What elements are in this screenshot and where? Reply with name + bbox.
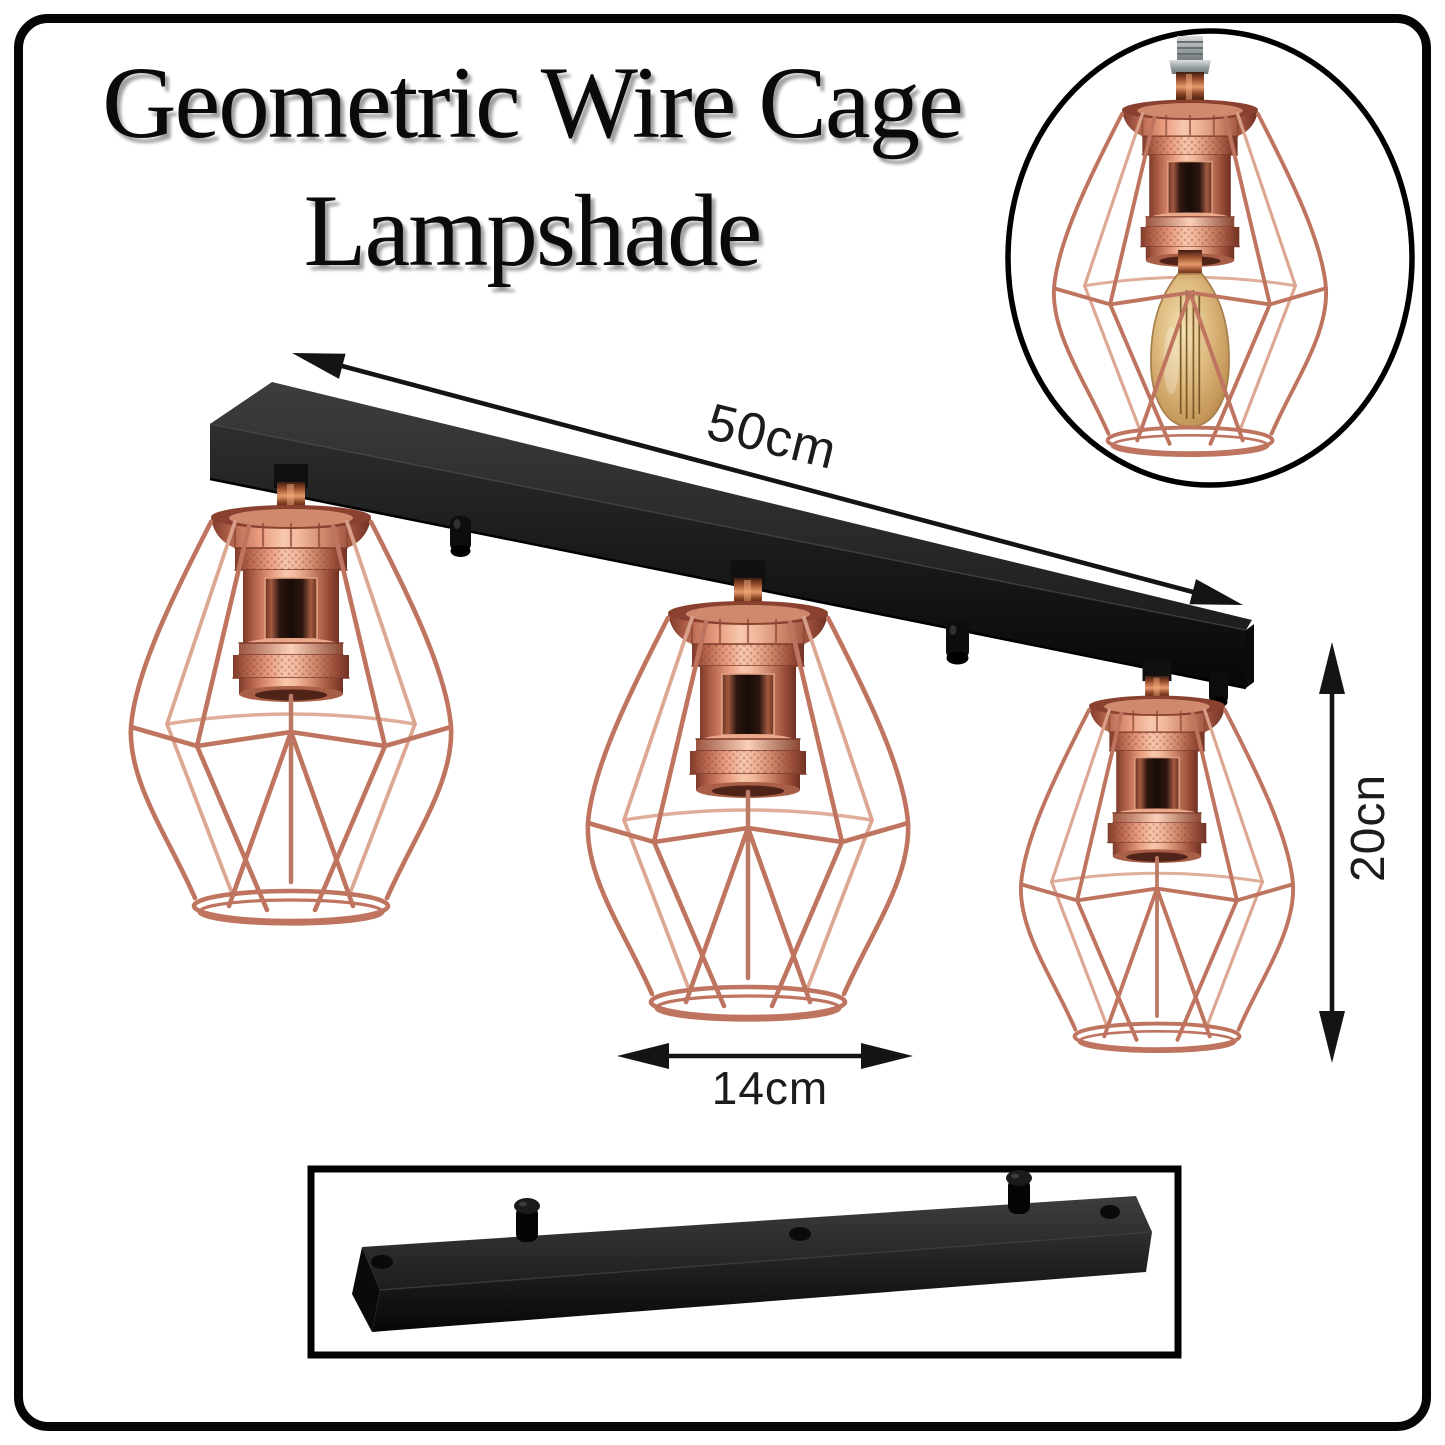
cage-lamp-3 [1019,660,1295,1054]
bottom-inset-box [307,1165,1182,1359]
inset-cage-lamp [1052,99,1328,458]
fixture-height-label: 20cn [1341,773,1395,883]
product-title-line1: Geometric Wire Cage [102,46,964,160]
cage-lamp-1 [128,464,454,926]
shade-width-label: 14cm [711,1062,829,1114]
bar-screw-knob [946,620,969,665]
bar-screw-knob [514,1198,540,1242]
product-title-line2: Lampshade [303,173,763,288]
bar-screw-knob [450,516,471,557]
cage-lamps [128,464,1295,1054]
bar-screw-knob [1006,1170,1032,1214]
fixture-height-arrow [1319,642,1345,1063]
inset-circle-detail [1005,28,1415,488]
shade-width-arrow [617,1043,913,1069]
cage-lamp-2 [585,560,911,1022]
bar-length-arrow [292,353,1243,605]
ceiling-bar-graphic [209,382,1254,708]
mounting-bar-photo [352,1170,1153,1332]
product-title: Geometric Wire Cage Lampshade [42,40,1022,295]
